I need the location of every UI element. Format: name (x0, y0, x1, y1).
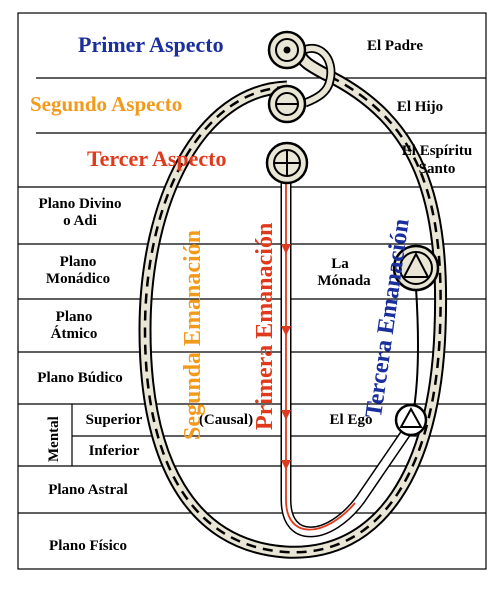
primer-aspecto-title: Primer Aspecto (78, 32, 224, 57)
monada-symbol (392, 244, 440, 292)
outer-frame (17, 12, 487, 570)
plano-divino-label-2: o Adi (63, 213, 97, 229)
mental-superior-label: Superior (85, 412, 143, 428)
espiritu-santo-label-1: El Espíritu (401, 143, 473, 159)
descent-arrows (281, 244, 291, 470)
plano-monadico-label-1: Plano (59, 254, 97, 270)
plano-atmico-label-2: Átmico (50, 326, 98, 342)
segundo-aspecto-title: Segundo Aspecto (30, 92, 183, 116)
plano-divino-label-1: Plano Divino (38, 196, 122, 212)
plano-monadico-label-2: Monádico (45, 271, 111, 287)
primera-emanacion-label: Primera Emanación (252, 222, 278, 430)
primer-aspecto-symbol (267, 30, 307, 70)
plano-astral-label: Plano Astral (48, 482, 128, 498)
mental-inferior-label: Inferior (88, 443, 140, 459)
ego-symbol (394, 403, 428, 437)
segunda-emanacion-label: Segunda Emanación (180, 229, 206, 440)
monada-label-2: Mónada (317, 273, 371, 289)
monada-label-1: La (331, 256, 349, 272)
espiritu-santo-label-2: Santo (418, 161, 456, 177)
mental-label: Mental (46, 416, 62, 462)
plano-budico-label: Plano Búdico (37, 370, 123, 386)
el-padre-label: El Padre (367, 38, 423, 54)
tercer-aspecto-title: Tercer Aspecto (87, 146, 227, 171)
causal-label: (Causal) (198, 412, 254, 428)
plano-atmico-label-1: Plano (55, 309, 93, 325)
segundo-aspecto-symbol (267, 84, 307, 124)
ego-label: El Ego (329, 412, 373, 428)
plano-fisico-label: Plano Físico (49, 538, 127, 554)
tercer-aspecto-symbol (265, 141, 309, 185)
el-hijo-label: El Hijo (396, 99, 444, 115)
